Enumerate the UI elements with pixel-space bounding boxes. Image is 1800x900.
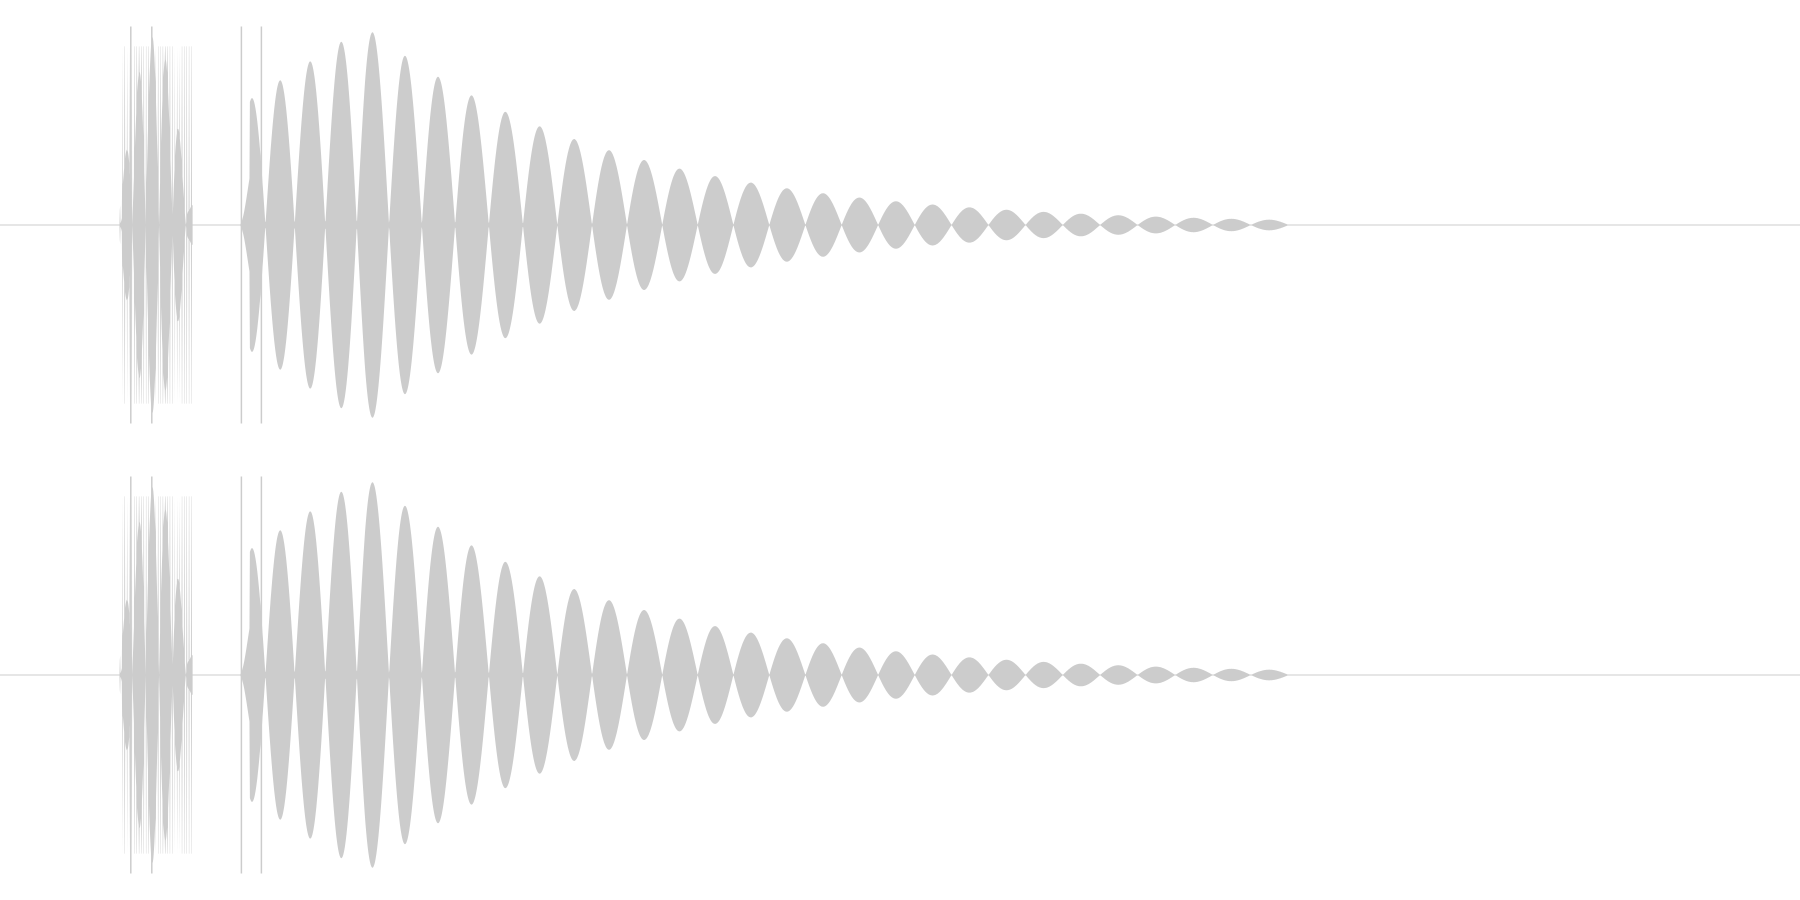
waveform-clip-1[interactable]	[118, 36, 193, 414]
waveform-channel-1[interactable]	[0, 26, 1800, 424]
waveform-clip-2[interactable]	[239, 32, 1289, 418]
waveform-channel-2[interactable]	[0, 476, 1800, 874]
waveform-clip-2[interactable]	[239, 482, 1289, 868]
waveform-clip-1[interactable]	[118, 486, 193, 864]
channels-layer	[0, 26, 1800, 874]
